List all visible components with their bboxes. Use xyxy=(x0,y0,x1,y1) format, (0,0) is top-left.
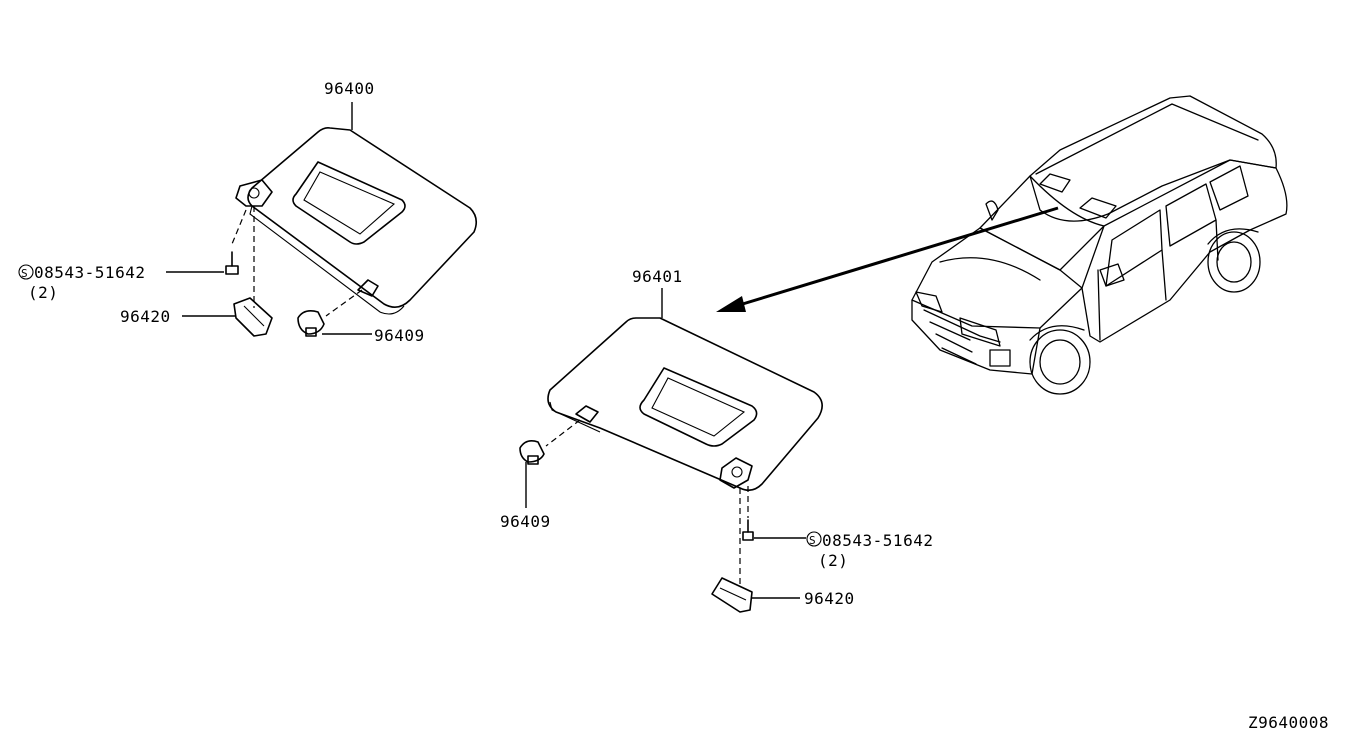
visor-clip-right[interactable] xyxy=(519,440,545,465)
label-screw-right: 08543-51642 xyxy=(822,531,933,550)
svg-text:S: S xyxy=(809,534,816,547)
screw-symbol-right: S xyxy=(806,531,822,547)
leader-dashed-clip-left xyxy=(325,289,363,317)
screw-right[interactable] xyxy=(742,519,754,541)
label-holder-right: 96420 xyxy=(804,589,855,608)
label-clip-left: 96409 xyxy=(374,326,425,345)
label-visor-right: 96401 xyxy=(632,267,683,286)
location-arrow xyxy=(716,206,1059,312)
screw-left[interactable] xyxy=(225,251,239,275)
visor-holder-right[interactable] xyxy=(711,577,753,613)
label-screw-right-qty: (2) xyxy=(818,551,848,570)
sun-visor-right[interactable] xyxy=(547,317,823,492)
screw-symbol-left: S xyxy=(18,264,34,280)
label-screw-left: 08543-51642 xyxy=(34,263,145,282)
vehicle-illustration xyxy=(911,95,1288,395)
visor-holder-left[interactable] xyxy=(233,297,273,337)
diagram-code: Z9640008 xyxy=(1248,713,1329,732)
leader-dashed-screw-left xyxy=(231,209,247,245)
label-screw-left-qty: (2) xyxy=(28,283,58,302)
leader-dashed-clip-right xyxy=(545,419,581,447)
label-clip-right: 96409 xyxy=(500,512,551,531)
label-holder-left: 96420 xyxy=(120,307,171,326)
label-visor-left: 96400 xyxy=(324,79,375,98)
sun-visor-left[interactable] xyxy=(235,127,478,315)
visor-clip-left[interactable] xyxy=(297,310,325,337)
svg-text:S: S xyxy=(21,267,28,280)
